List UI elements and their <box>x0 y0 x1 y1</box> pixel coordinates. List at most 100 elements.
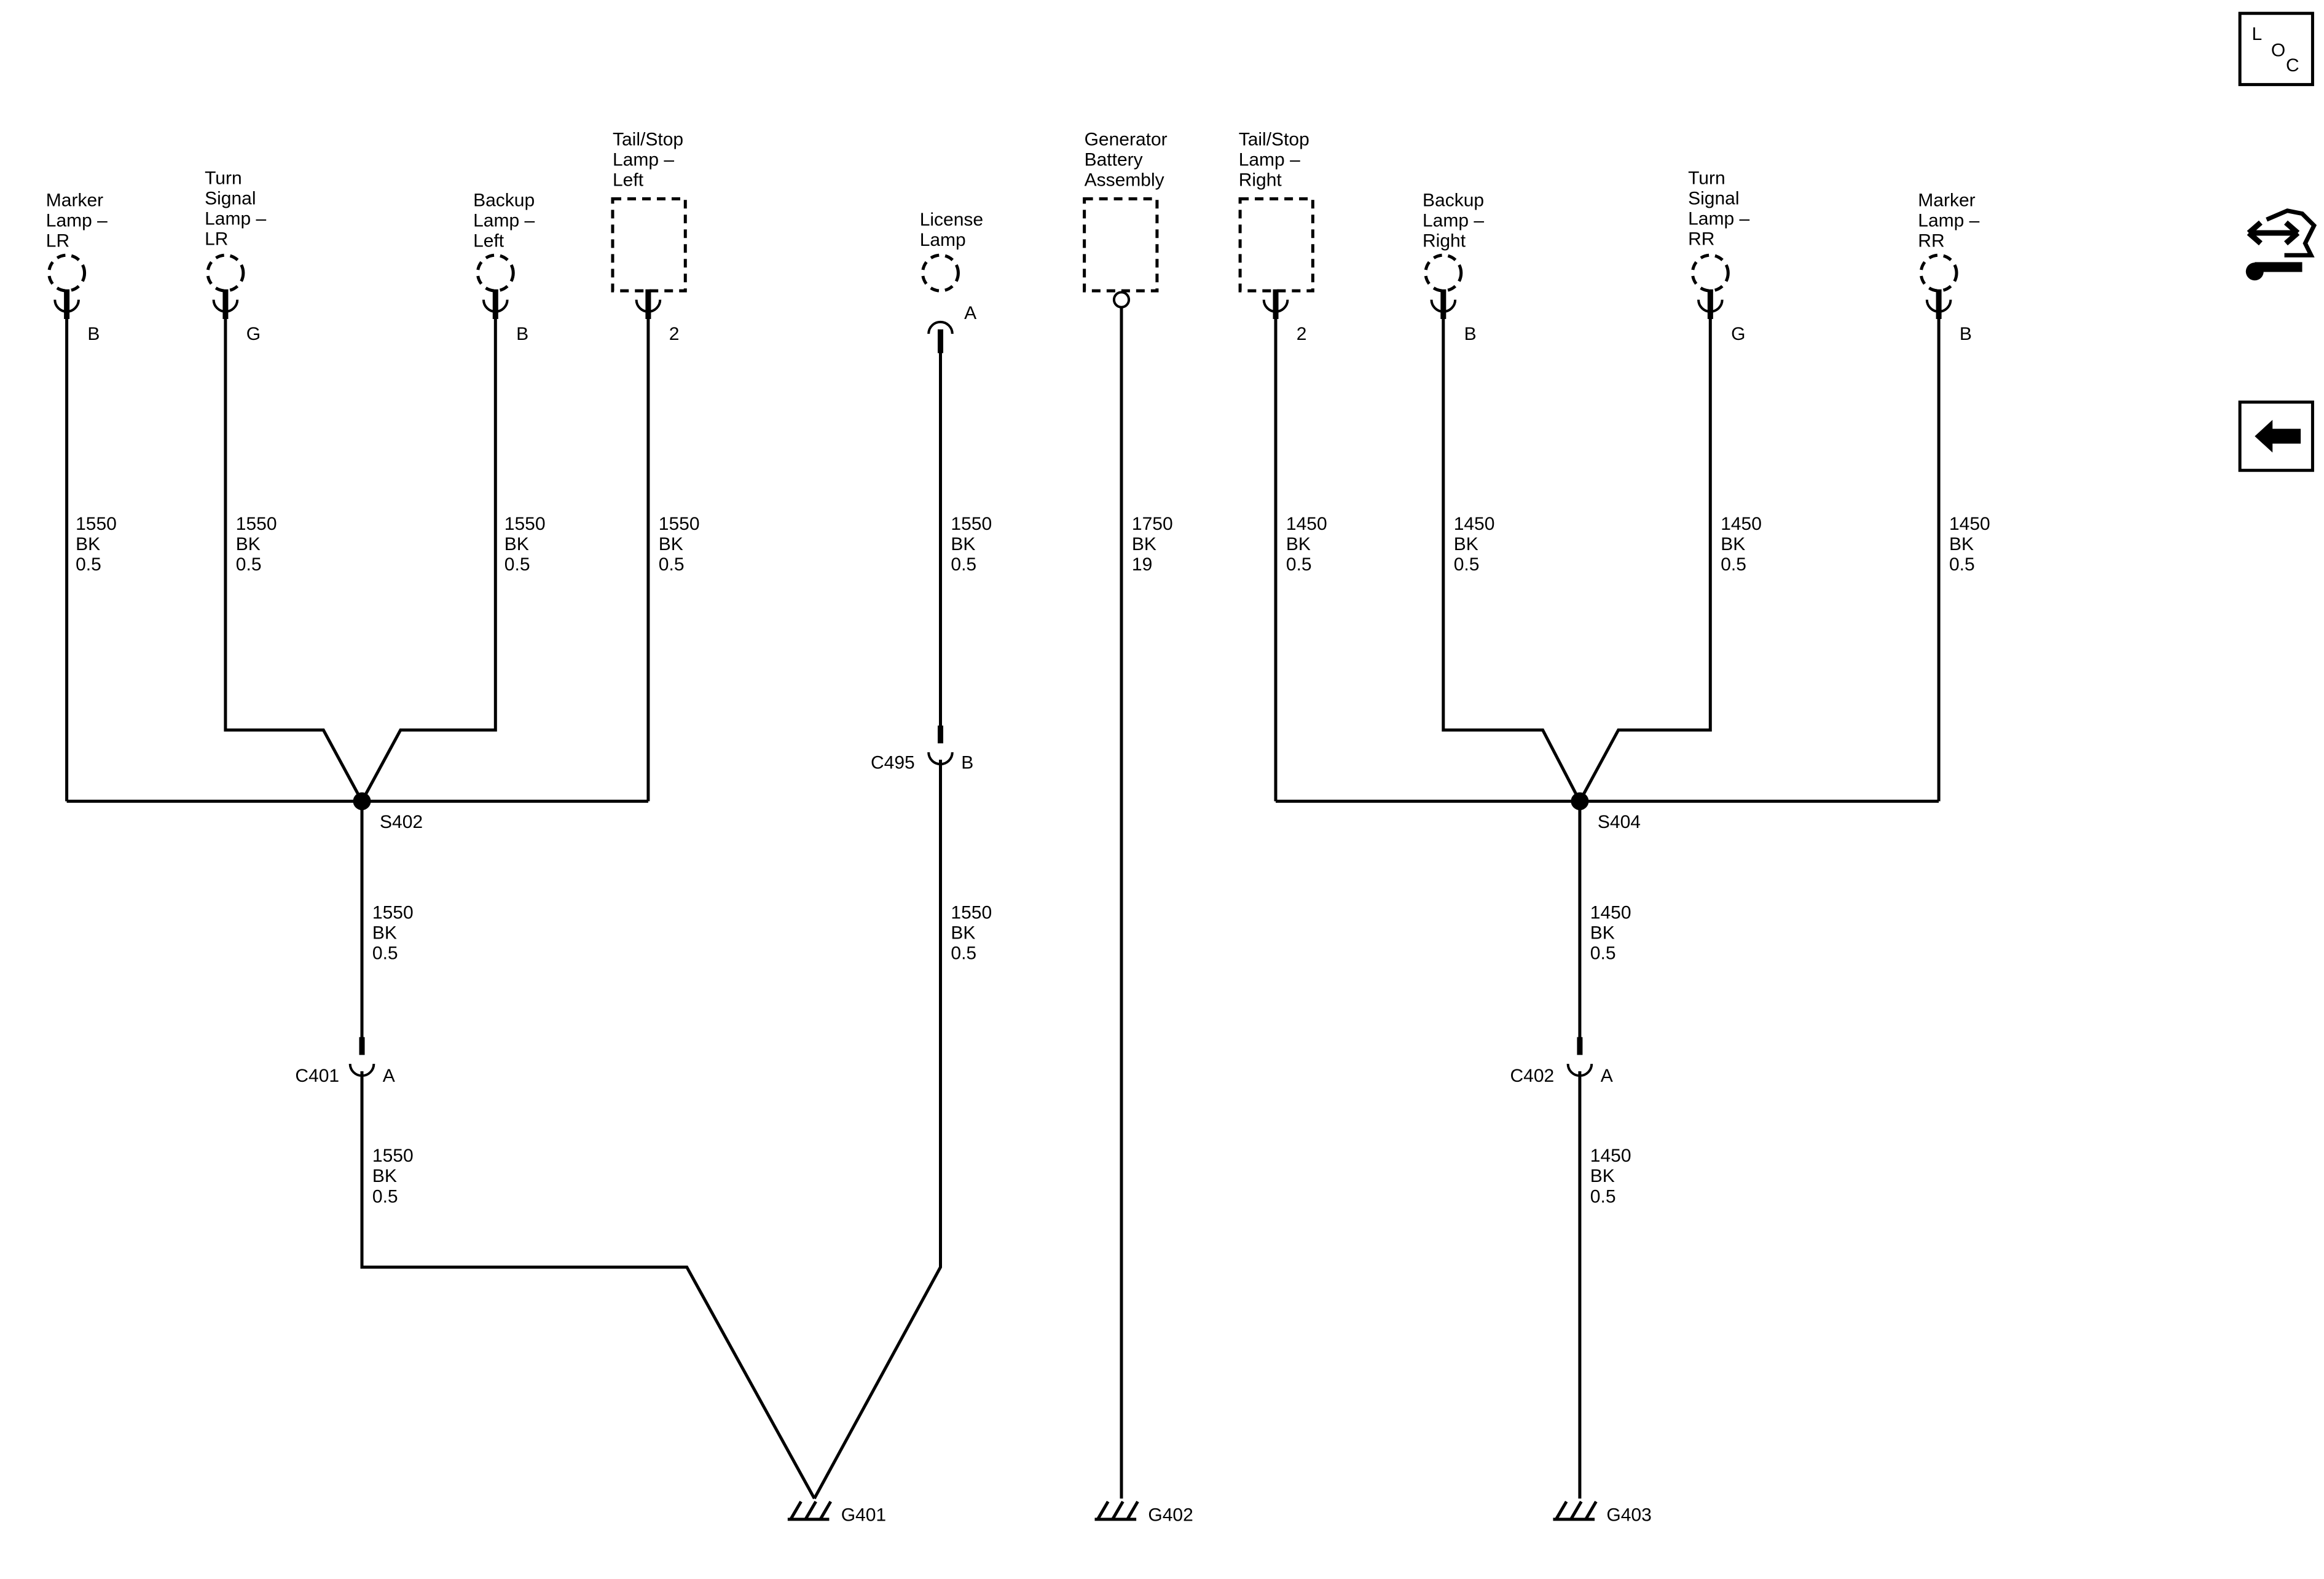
label-turn-signal-lamp-lr-line-2: Signal <box>205 188 256 208</box>
back-button[interactable] <box>2238 400 2314 472</box>
backup-lamp-right-pin: B <box>1464 324 1477 344</box>
turn-signal-lamp-lr-wire-spec-line-1: 1550 <box>236 514 277 534</box>
side-navigation: LOC <box>2238 12 2317 472</box>
label-marker-lamp-rr-line-1: Marker <box>1918 191 1975 211</box>
license-lamp-terminal <box>927 320 954 353</box>
wire-spec-c495-down-line-1: 1550 <box>951 902 992 923</box>
license-lamp-pin: A <box>964 303 976 323</box>
wire-turn-signal-lamp-lr <box>224 319 364 802</box>
label-generator-battery-assembly-line-1: Generator <box>1085 130 1168 150</box>
license-lamp-wire-spec-line-2: BK <box>951 534 975 554</box>
backup-lamp-right-wire-spec-line-1: 1450 <box>1454 514 1495 534</box>
label-backup-lamp-left-line-1: Backup <box>473 191 535 211</box>
loc-button[interactable]: LOC <box>2238 12 2314 87</box>
wire-backup-lamp-left <box>360 319 497 802</box>
generator-battery-assembly-wire-spec-line-1: 1750 <box>1132 514 1173 534</box>
wire-spec-c495-down-line-3: 0.5 <box>951 943 976 963</box>
backup-lamp-left-terminal <box>482 289 509 320</box>
generator-battery-assembly-body <box>1083 197 1159 293</box>
label-tail-stop-lamp-left-line-2: Lamp – <box>613 150 674 170</box>
turn-signal-lamp-rr-wire-spec-line-3: 0.5 <box>1721 554 1746 575</box>
tail-stop-lamp-left-body <box>611 197 687 293</box>
wire-spec-c401-to-g401-line-1: 1550 <box>372 1146 414 1166</box>
label-turn-signal-lamp-lr-line-4: LR <box>205 229 228 250</box>
backup-lamp-right-wire-spec-line-3: 0.5 <box>1454 554 1480 575</box>
marker-lamp-lr-wire-spec-line-1: 1550 <box>76 514 117 534</box>
label-backup-lamp-right-line-3: Right <box>1423 231 1466 251</box>
backup-lamp-left-pin: B <box>516 324 528 344</box>
loc-letter-2: O <box>2271 41 2285 61</box>
label-marker-lamp-rr-line-2: Lamp – <box>1918 211 1979 231</box>
wire-spec-c401-to-g401-line-2: BK <box>372 1166 397 1186</box>
wire-spec-c495-down-line-2: BK <box>951 923 975 943</box>
label-generator-battery-assembly-line-3: Assembly <box>1085 170 1164 191</box>
label-marker-lamp-lr-line-1: Marker <box>46 191 103 211</box>
tail-stop-lamp-right-wire-spec-line-1: 1450 <box>1286 514 1327 534</box>
label-turn-signal-lamp-lr-line-1: Turn <box>205 168 242 188</box>
wire-spec-s404-to-c402-line-1: 1450 <box>1590 902 1631 923</box>
label-marker-lamp-rr-line-3: RR <box>1918 231 1944 251</box>
tail-stop-lamp-right-wire-spec-line-2: BK <box>1286 534 1311 554</box>
wire-c495-to-g401 <box>813 760 942 1500</box>
label-generator-battery-assembly-line-2: Battery <box>1085 150 1143 170</box>
connector-c402 <box>1566 1037 1593 1077</box>
wire-spec-c402-to-g403-line-2: BK <box>1590 1166 1615 1186</box>
label-tail-stop-lamp-right-line-1: Tail/Stop <box>1239 130 1309 150</box>
marker-lamp-lr-body <box>47 253 87 293</box>
label-tail-stop-lamp-left-line-1: Tail/Stop <box>613 130 683 150</box>
wire-turn-signal-lamp-rr <box>1578 319 1712 802</box>
ground-g401 <box>787 1500 832 1521</box>
tail-stop-lamp-right-terminal <box>1262 289 1289 320</box>
label-marker-lamp-lr-line-2: Lamp – <box>46 211 108 231</box>
tail-stop-lamp-left-terminal <box>635 289 662 320</box>
license-lamp-wire-spec-line-1: 1550 <box>951 514 992 534</box>
ground-g403-label: G403 <box>1606 1505 1651 1525</box>
tail-stop-lamp-left-pin: 2 <box>669 324 680 344</box>
connector-c495 <box>927 725 954 766</box>
splice-s402 <box>353 792 371 811</box>
splice-s402-label: S402 <box>380 812 423 832</box>
wire-network <box>65 307 1941 1500</box>
label-backup-lamp-left-line-2: Lamp – <box>473 211 535 231</box>
marker-lamp-rr-wire-spec-line-1: 1450 <box>1949 514 1990 534</box>
connector-wrench-icon[interactable] <box>2245 208 2317 281</box>
license-lamp-wire-spec-line-3: 0.5 <box>951 554 976 575</box>
backup-lamp-left-body <box>476 253 515 293</box>
backup-lamp-right-terminal <box>1430 289 1457 320</box>
license-lamp-body <box>921 253 960 293</box>
backup-lamp-left-wire-spec-line-3: 0.5 <box>504 554 530 575</box>
label-license-lamp-line-1: License <box>920 210 983 230</box>
ground-g401-label: G401 <box>841 1505 886 1525</box>
marker-lamp-rr-wire-spec-line-2: BK <box>1949 534 1974 554</box>
label-turn-signal-lamp-rr-line-3: Lamp – <box>1688 209 1749 229</box>
backup-lamp-left-wire-spec-line-1: 1550 <box>504 514 546 534</box>
tail-stop-lamp-left-wire-spec-line-3: 0.5 <box>659 554 685 575</box>
marker-lamp-lr-pin: B <box>87 324 100 344</box>
label-tail-stop-lamp-left-line-3: Left <box>613 170 644 191</box>
label-marker-lamp-lr-line-3: LR <box>46 231 69 251</box>
wire-spec-c401-to-g401-line-3: 0.5 <box>372 1186 398 1207</box>
turn-signal-lamp-lr-pin: G <box>246 324 261 344</box>
connector-c495-pin: B <box>961 753 973 773</box>
loc-letter-1: L <box>2251 24 2262 44</box>
ground-g403 <box>1553 1500 1598 1521</box>
wire-c401-to-g401 <box>360 1071 816 1500</box>
label-tail-stop-lamp-right-line-2: Lamp – <box>1239 150 1300 170</box>
generator-battery-assembly-wire-spec-line-2: BK <box>1132 534 1156 554</box>
wire-spec-s402-to-c401-line-2: BK <box>372 923 397 943</box>
generator-eyelet-terminal <box>1112 291 1131 309</box>
ground-g402-label: G402 <box>1148 1505 1193 1525</box>
connector-c402-id: C402 <box>1510 1066 1555 1086</box>
wire-spec-c402-to-g403-line-1: 1450 <box>1590 1146 1631 1166</box>
arrow-left-icon <box>2255 420 2301 453</box>
marker-lamp-lr-terminal <box>53 289 80 320</box>
turn-signal-lamp-lr-terminal <box>212 289 239 320</box>
turn-signal-lamp-rr-wire-spec-line-2: BK <box>1721 534 1745 554</box>
label-tail-stop-lamp-right-line-3: Right <box>1239 170 1282 191</box>
connector-c401-id: C401 <box>295 1066 339 1086</box>
label-turn-signal-lamp-rr-line-1: Turn <box>1688 168 1725 188</box>
generator-battery-assembly-wire-spec-line-3: 19 <box>1132 554 1152 575</box>
tail-stop-lamp-left-wire-spec-line-1: 1550 <box>659 514 700 534</box>
